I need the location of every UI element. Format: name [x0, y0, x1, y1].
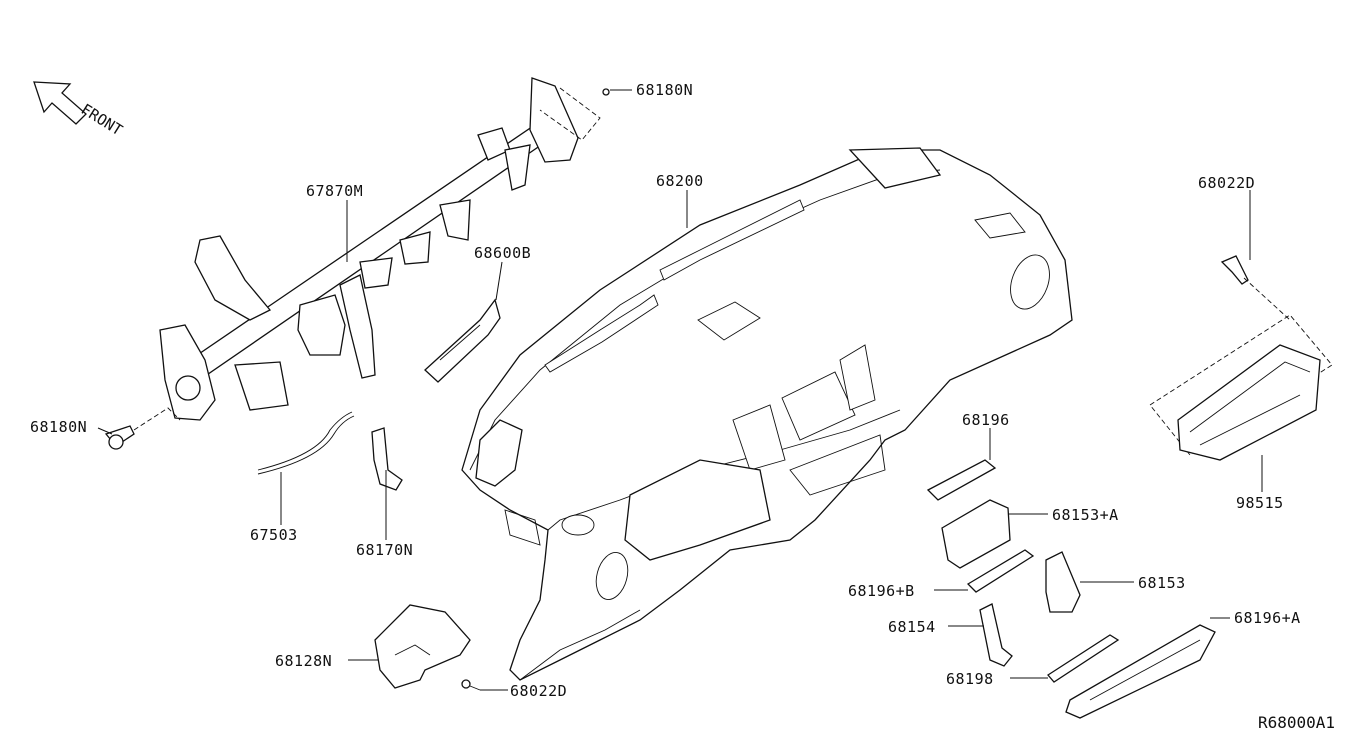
- bracket-68196-a[interactable]: [1065, 624, 1216, 719]
- steering-member-67870m[interactable]: [159, 77, 579, 421]
- callout-68180n-top: 68180N: [636, 81, 693, 99]
- callout-68196: 68196: [962, 411, 1010, 429]
- callout-68180n-left: 68180N: [30, 418, 87, 436]
- callout-68198: 68198: [946, 670, 994, 688]
- front-label: FRONT: [78, 100, 126, 139]
- bracket-68153[interactable]: [1045, 551, 1081, 613]
- callout-68196-a: 68196+A: [1234, 609, 1301, 627]
- callout-98515: 98515: [1236, 494, 1284, 512]
- finisher-68128n[interactable]: [374, 604, 471, 689]
- bracket-68154[interactable]: [979, 603, 1013, 667]
- callout-68170n: 68170N: [356, 541, 413, 559]
- bolt-68180n-left[interactable]: [104, 407, 181, 450]
- bracket-68196[interactable]: [926, 459, 997, 501]
- callout-68600b: 68600B: [474, 244, 531, 262]
- bracket-68198[interactable]: [1047, 634, 1120, 683]
- bracket-68153-a[interactable]: [941, 499, 1011, 569]
- callout-68153: 68153: [1138, 574, 1186, 592]
- bracket-68196-b[interactable]: [966, 549, 1035, 593]
- harness-67503[interactable]: [257, 411, 355, 475]
- callout-68128n: 68128N: [275, 652, 332, 670]
- callout-68153-a: 68153+A: [1052, 506, 1119, 524]
- callout-67503: 67503: [250, 526, 298, 544]
- callout-68022d-top: 68022D: [1198, 174, 1255, 192]
- bolt-68180n-top[interactable]: [539, 87, 610, 141]
- callout-68154: 68154: [888, 618, 936, 636]
- leader-lines: [97, 89, 1263, 691]
- callout-68196-b: 68196+B: [848, 582, 915, 600]
- bracket-68600b[interactable]: [424, 298, 501, 383]
- screw-68022d-top[interactable]: [1220, 255, 1291, 321]
- airbag-98515[interactable]: [1149, 314, 1333, 461]
- bracket-68170n[interactable]: [371, 427, 403, 491]
- diagram-code: R68000A1: [1258, 713, 1335, 732]
- screw-68022d-bottom[interactable]: [461, 679, 481, 691]
- callout-68200: 68200: [656, 172, 704, 190]
- callout-68022d-bottom: 68022D: [510, 682, 567, 700]
- front-arrow: FRONT: [33, 81, 126, 139]
- instrument-panel-68200[interactable]: [461, 147, 1073, 681]
- callout-67870m: 67870M: [306, 182, 363, 200]
